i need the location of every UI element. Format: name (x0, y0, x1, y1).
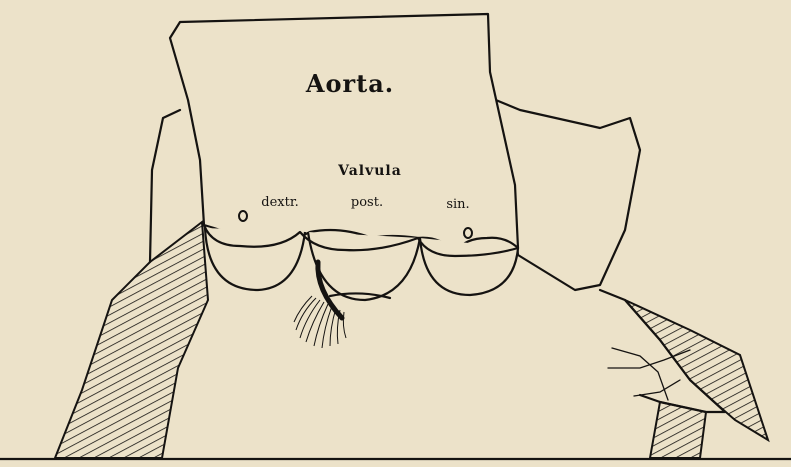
left-hatched-wall (55, 222, 208, 458)
label-sin: sin. (446, 197, 469, 212)
valve-cusp-left (420, 238, 518, 295)
left-outer-outline (150, 110, 180, 262)
valve-cusp-right (205, 228, 305, 290)
label-dextr: dextr. (261, 195, 299, 210)
aorta-trunk (170, 14, 518, 252)
label-post: post. (351, 195, 383, 210)
fibrous-tuft (294, 296, 346, 348)
label-valvula: Valvula (337, 163, 402, 179)
label-aorta: Aorta. (305, 69, 394, 98)
branch-vessel-3 (634, 380, 680, 396)
